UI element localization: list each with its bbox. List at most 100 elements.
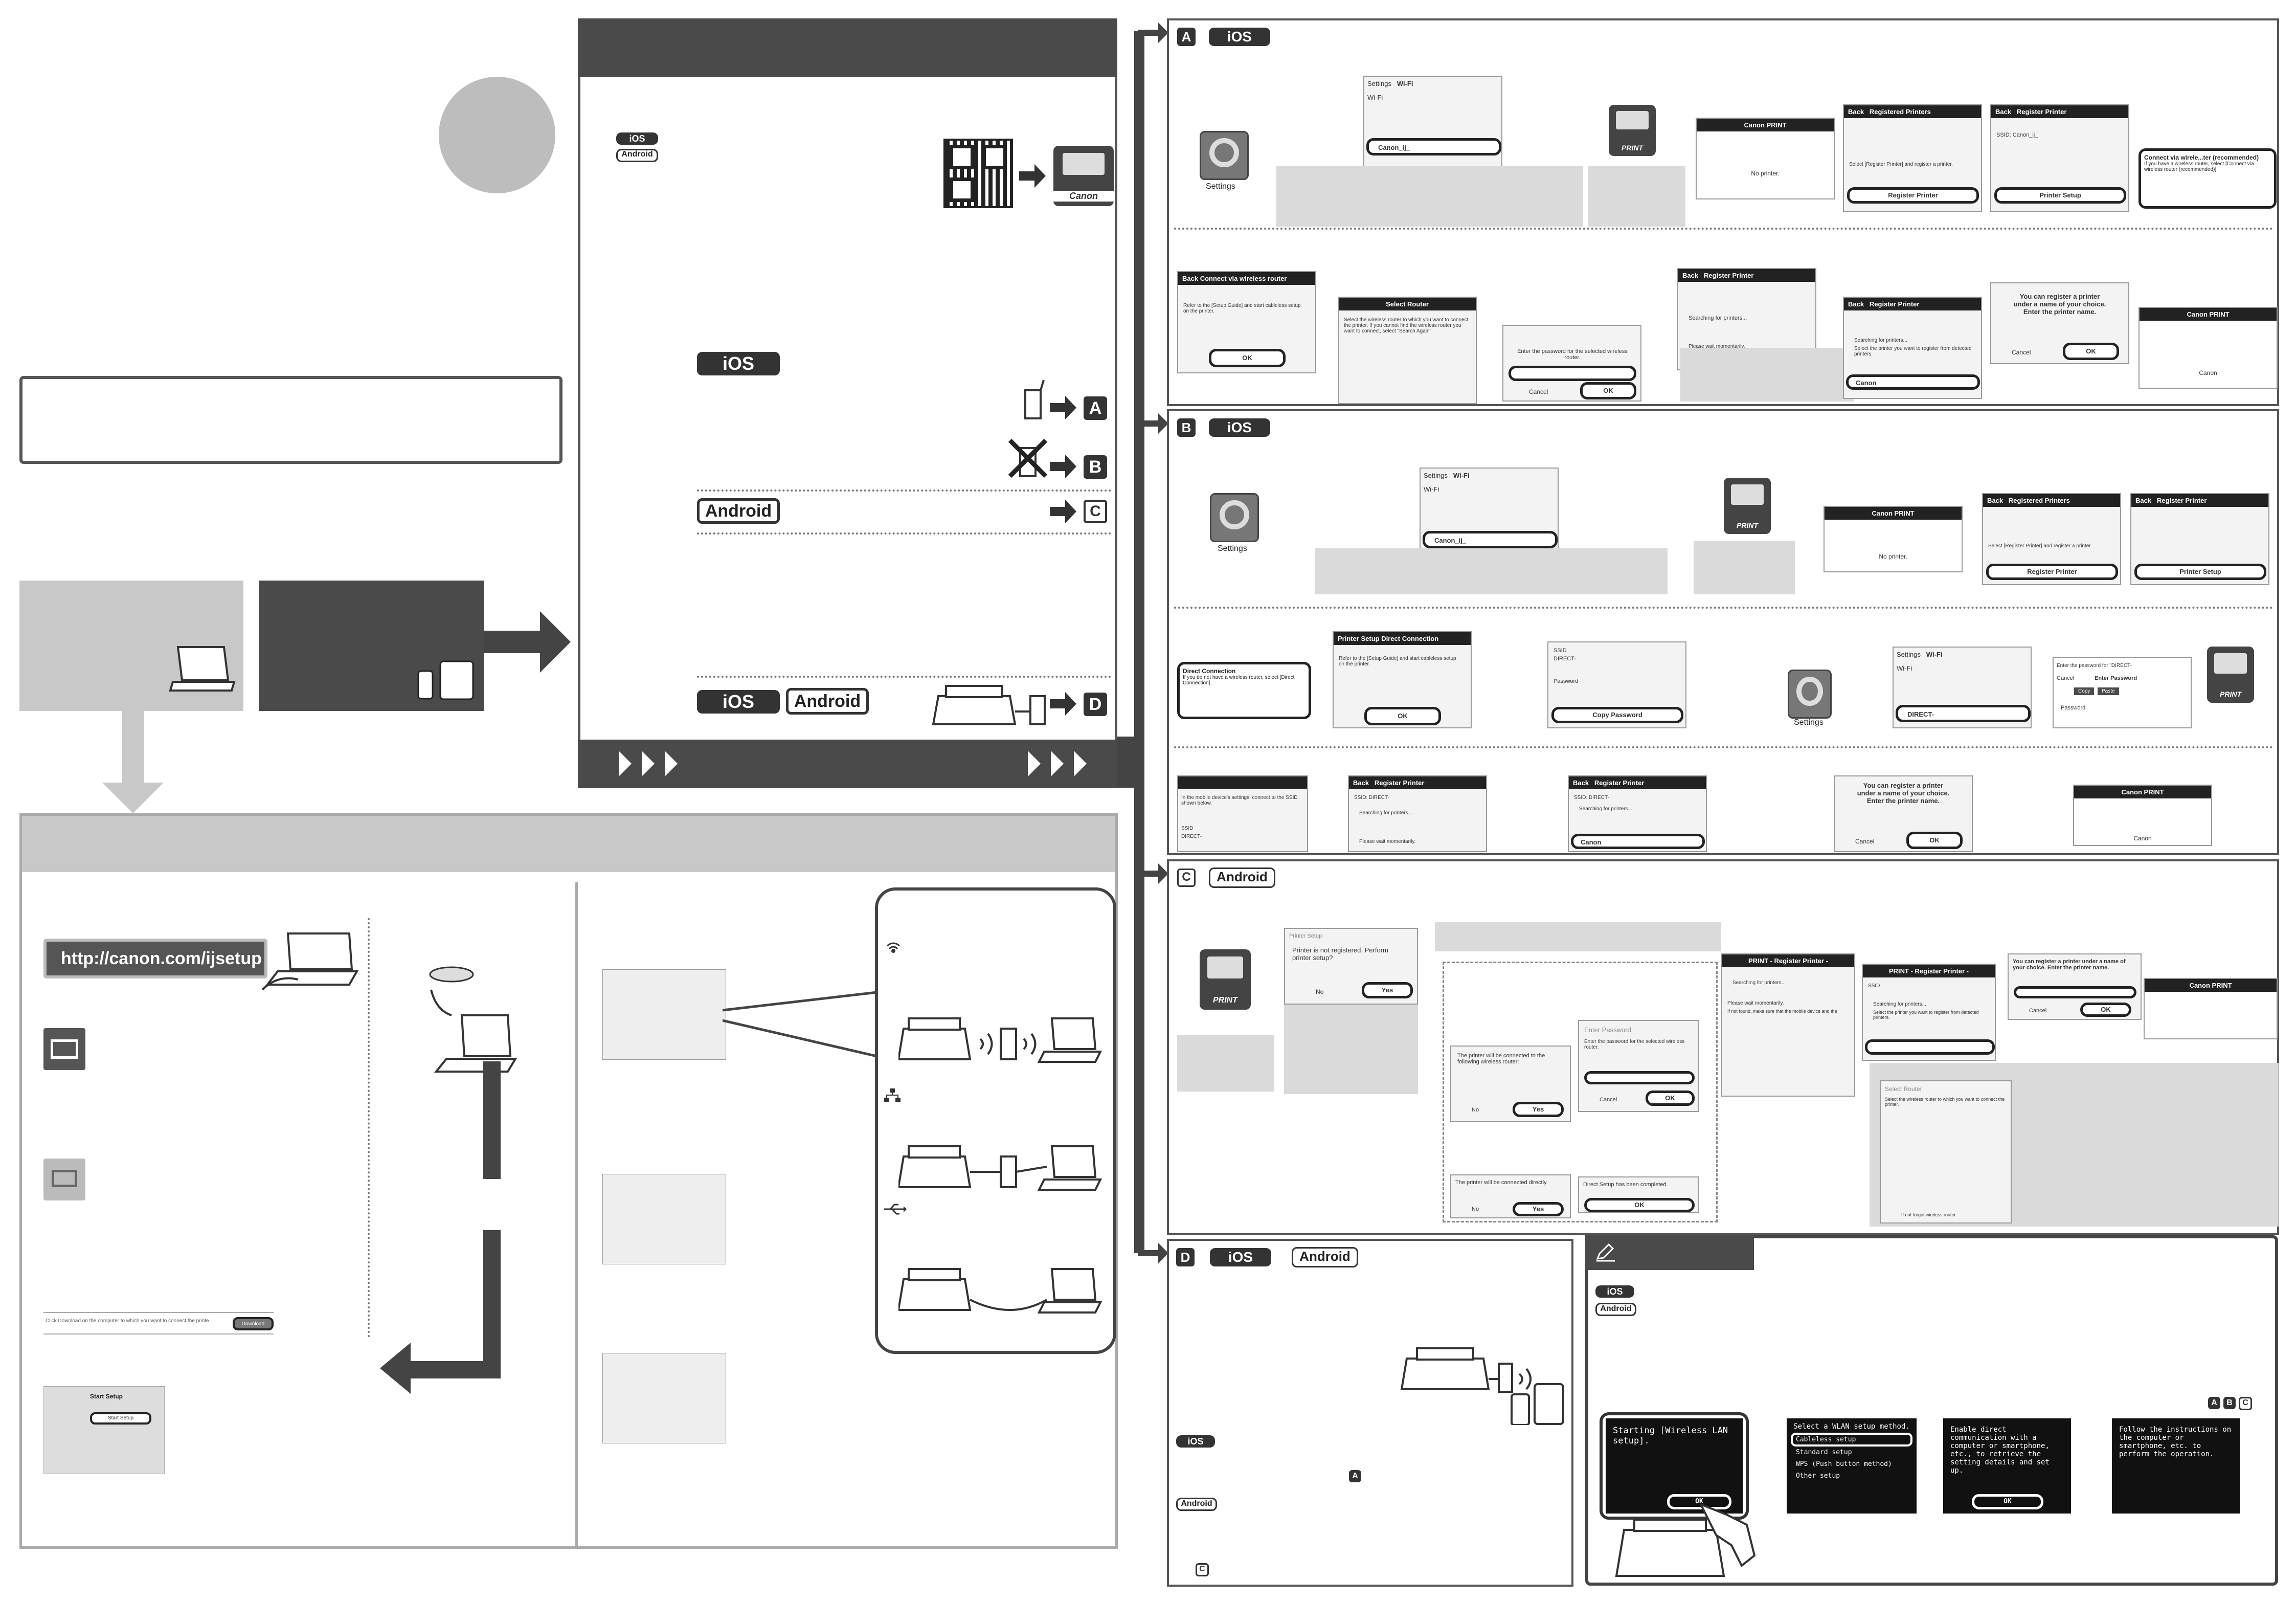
canon-print-app-icon: PRINT xyxy=(1200,949,1251,1010)
cableless-setup-option[interactable]: Cableless setup xyxy=(1791,1433,1912,1447)
lcd-frame-highlight xyxy=(1600,1412,1749,1520)
section-a-label: A xyxy=(1177,28,1196,46)
yes-button[interactable]: Yes xyxy=(1513,1202,1564,1216)
register-printer-screen: Back Register Printer SSID: Canon_ij_ Pr… xyxy=(1990,104,2129,212)
section-d-android-note-tag: Android xyxy=(1176,1498,1217,1511)
canon-print-app-icon: Canon xyxy=(1053,146,1114,206)
settings-app-icon xyxy=(1210,493,1259,542)
ok-button[interactable]: OK xyxy=(2080,1003,2131,1017)
settings-app-icon xyxy=(1788,670,1832,719)
wps-option[interactable]: WPS (Push button method) xyxy=(1796,1460,1892,1468)
yes-button[interactable]: Yes xyxy=(1362,982,1413,998)
section-a: A iOS Settings Settings Wi-Fi Wi-Fi Cano… xyxy=(1167,18,2279,406)
ok-button[interactable]: OK xyxy=(2063,343,2119,360)
ok-button[interactable]: OK xyxy=(1209,349,1286,367)
select-printer-screen: Back Register Printer Searching for prin… xyxy=(1843,297,1982,399)
lcd-follow-instructions: Follow the instructions on the computer … xyxy=(2112,1418,2240,1514)
note-box-c2 xyxy=(1284,1005,1418,1094)
canon-printer-row[interactable]: Canon xyxy=(1571,834,1705,849)
triple-chevron-left xyxy=(619,751,678,776)
settings-app-icon xyxy=(1200,131,1249,180)
laptop-icon xyxy=(169,646,236,692)
android-tag: Android xyxy=(697,498,780,524)
direct-connection-dialog[interactable]: Direct Connection If you do not have a w… xyxy=(1177,662,1311,719)
register-printer-button[interactable]: Register Printer xyxy=(1986,564,2118,580)
arrow-right-icon xyxy=(1050,692,1076,716)
section-d-ios-tag: iOS xyxy=(1210,1248,1271,1266)
copy-password-button[interactable]: Copy Password xyxy=(1551,707,1683,723)
ok-button[interactable]: OK xyxy=(1364,707,1441,725)
printer-setup-button[interactable]: Printer Setup xyxy=(1994,187,2126,204)
arrow-right-icon xyxy=(1050,455,1076,478)
pencil-icon xyxy=(1596,1243,1615,1262)
other-setup-option[interactable]: Other setup xyxy=(1796,1472,1840,1480)
printer-setup-button[interactable]: Printer Setup xyxy=(2134,564,2266,580)
panel-footer-bar xyxy=(578,740,1117,788)
download-button[interactable]: Download xyxy=(233,1317,274,1330)
lcd-ok-button[interactable]: OK xyxy=(1972,1494,2043,1509)
yes-button[interactable]: Yes xyxy=(1513,1102,1564,1117)
connect-via-router-screen: Back Connect via wireless router Refer t… xyxy=(1177,271,1316,373)
printer-router-devices-icon xyxy=(1400,1347,1564,1425)
lcd-starting-wireless: Starting [Wireless LAN setup]. OK xyxy=(1606,1418,1743,1514)
network-direct[interactable]: DIRECT- xyxy=(1896,705,2031,722)
computer-option-box[interactable] xyxy=(19,581,243,711)
printer-not-registered-dialog: Printer Setup Printer is not registered.… xyxy=(1284,928,1418,1005)
wired-lan-icon xyxy=(884,1088,901,1102)
section-b: B iOS Settings Settings Wi-Fi Wi-Fi Cano… xyxy=(1167,409,2279,855)
arrow-right-icon xyxy=(1138,413,1168,434)
ok-button[interactable]: OK xyxy=(1584,1198,1695,1212)
printer-setup-direct-screen: Printer Setup Direct Connection Refer to… xyxy=(1333,631,1472,728)
password-field[interactable] xyxy=(1584,1071,1695,1084)
computer-setup-section: http://canon.com/ijsetup Click Download … xyxy=(19,813,1118,1549)
canon-print-app-icon: PRINT xyxy=(2207,647,2254,703)
section-d-ref-c: C xyxy=(1196,1563,1209,1576)
select-printer-b: Back Register Printer SSID: DIRECT- Sear… xyxy=(1568,775,1707,852)
connect-via-wireless-router-dialog[interactable]: Connect via wirele...ter (recommended) I… xyxy=(2139,148,2277,209)
setup-flow-box xyxy=(1443,962,1718,1222)
route-a-label: A xyxy=(1084,396,1107,420)
ok-button[interactable]: OK xyxy=(1906,832,1963,849)
enter-password-c: Enter Password Enter the password for th… xyxy=(1578,1020,1699,1112)
step-number-circle xyxy=(439,77,555,193)
android-tag-small: Android xyxy=(616,149,658,162)
register-printer-button[interactable]: Register Printer xyxy=(1847,187,1979,204)
section-b-ios-tag: iOS xyxy=(1209,418,1270,437)
printer-wireless-laptop xyxy=(898,1017,1102,1063)
printer-usb-laptop xyxy=(898,1268,1102,1314)
network-canon-ij[interactable]: Canon_ij_ xyxy=(1423,531,1558,548)
section-c: C Android PRINT Printer Setup Printer is… xyxy=(1167,859,2279,1235)
setup-url: http://canon.com/ijsetup xyxy=(61,949,262,968)
arrow-right-icon xyxy=(1138,1243,1168,1263)
lcd-ok-button[interactable]: OK xyxy=(1667,1494,1731,1509)
lcd-select-method: Select a WLAN setup method. Cableless se… xyxy=(1787,1418,1917,1514)
printer-name-field[interactable] xyxy=(2014,986,2136,998)
select-router-screen: Select Router Select the wireless router… xyxy=(1338,297,1477,404)
ssid-password-screen: SSID DIRECT- Password Copy Password xyxy=(1547,641,1686,728)
setup-url-banner[interactable]: http://canon.com/ijsetup xyxy=(43,939,267,978)
printer-operation-box: iOS Android A B C Starting [Wireless LAN… xyxy=(1585,1235,2278,1586)
start-setup-button[interactable]: Start Setup xyxy=(90,1412,151,1425)
printer-row[interactable] xyxy=(1865,1039,1995,1055)
canon-printer-row[interactable]: Canon xyxy=(1846,374,1980,390)
cd-insert-icon xyxy=(429,966,517,1073)
canon-print-no-printer: Canon PRINT No printer. xyxy=(1824,506,1963,572)
standard-setup-option[interactable]: Standard setup xyxy=(1796,1449,1852,1456)
ios-tag-d: iOS xyxy=(697,690,780,714)
note-box-b2 xyxy=(1694,541,1795,594)
network-canon-ij[interactable]: Canon_ij_ xyxy=(1366,138,1501,155)
no-router-icon xyxy=(1008,438,1048,478)
arrow-right-icon xyxy=(1050,396,1076,419)
ok-button[interactable]: OK xyxy=(1580,382,1636,399)
router-password-screen: Enter the password for the selected wire… xyxy=(1502,325,1641,402)
tablet-icon xyxy=(439,660,474,700)
password-field[interactable] xyxy=(1509,366,1636,381)
mobile-option-box[interactable] xyxy=(259,581,484,711)
router-icon xyxy=(1024,380,1045,419)
ok-button[interactable]: OK xyxy=(1646,1091,1695,1106)
ref-b-small: B xyxy=(2223,1397,2236,1409)
smartphone-icon xyxy=(417,670,434,700)
route-b-label: B xyxy=(1084,455,1107,479)
arrow-right-icon xyxy=(484,611,571,673)
